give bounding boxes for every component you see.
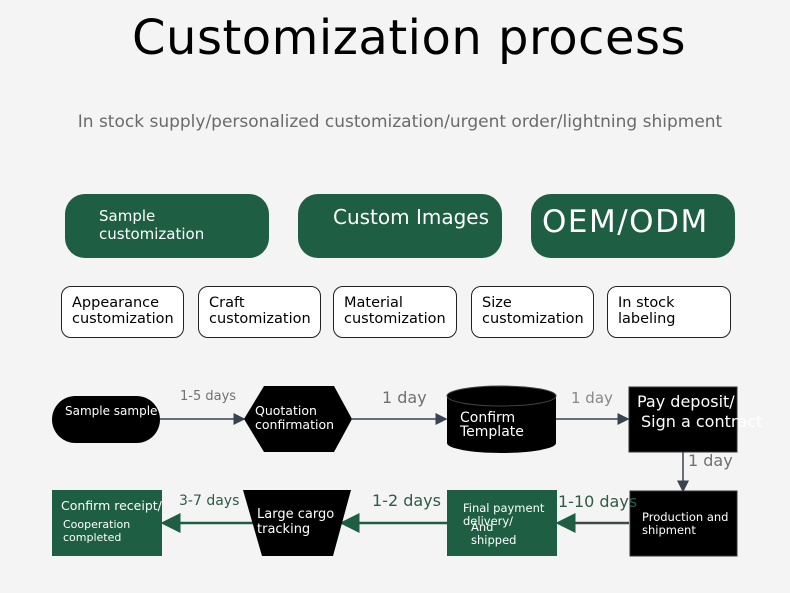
page-subtitle: In stock supply/personalized customizati… [77,112,723,132]
option-in-stock-labeling: In stock labeling [607,286,731,338]
option-label: Craft customization [209,295,311,327]
option-label: Appearance customization [72,295,174,327]
option-label: Size customization [482,295,584,327]
node-receipt-label-3: completed [63,531,122,544]
node-deposit-label-1: Pay deposit/ [637,392,735,411]
node-quotation-shape [244,386,352,452]
option-appearance-customization: Appearance customization [61,286,184,338]
duration-template-deposit: 1 day [571,389,613,407]
node-deposit-label-2: Sign a contract [641,412,763,431]
node-quotation-label-2: confirmation [255,417,335,432]
node-sample-label: Sample sample [65,404,158,418]
category-label: Custom Images [333,205,490,229]
node-deposit-shape [628,386,738,453]
node-sample-shape [52,396,160,443]
node-template-label-2: Template [460,424,524,440]
node-production-label-2: shipment [642,523,696,537]
page-title: Customization process [132,10,686,66]
duration-deposit-production: 1 day [688,451,733,470]
node-quotation-label-1: Quotation [255,403,317,418]
node-template-shape [446,385,557,453]
node-final-label-2: delivery/ [463,514,514,528]
category-oem-odm: OEM/ODM [531,194,735,258]
node-receipt-shape [52,490,162,556]
option-size-customization: Size customization [471,286,594,338]
option-label: In stock labeling [618,295,676,327]
option-material-customization: Material customization [333,286,457,338]
category-label: OEM/ODM [542,204,709,240]
node-final-label-3: And [471,520,494,534]
duration-quotation-template: 1 day [382,388,427,407]
node-receipt-label-1: Confirm receipt/ [61,498,162,513]
node-cargo-label-2: tracking [257,522,311,537]
duration-final-cargo: 1-2 days [372,491,441,510]
node-production-shape [629,490,738,557]
node-final-label-4: shipped [471,533,517,547]
node-template-label-1: Confirm [460,410,516,426]
option-craft-customization: Craft customization [198,286,321,338]
category-custom-images: Custom Images [298,194,502,258]
node-cargo-label-1: Large cargo [257,507,335,522]
node-final-shape [447,490,557,556]
category-sample-customization: Sample customization [65,194,269,258]
node-final-label-1: Final payment [463,501,545,515]
duration-sample-quotation: 1-5 days [180,389,237,404]
node-receipt-label-2: Cooperation [63,518,131,531]
category-label-line2: customization [99,225,205,243]
category-label-line1: Sample [99,207,156,225]
duration-production-final: 1-10 days [558,492,638,511]
duration-cargo-receipt: 3-7 days [179,493,240,509]
node-production-label-1: Production and [642,510,729,524]
node-cargo-shape [243,490,351,556]
option-label: Material customization [344,295,446,327]
